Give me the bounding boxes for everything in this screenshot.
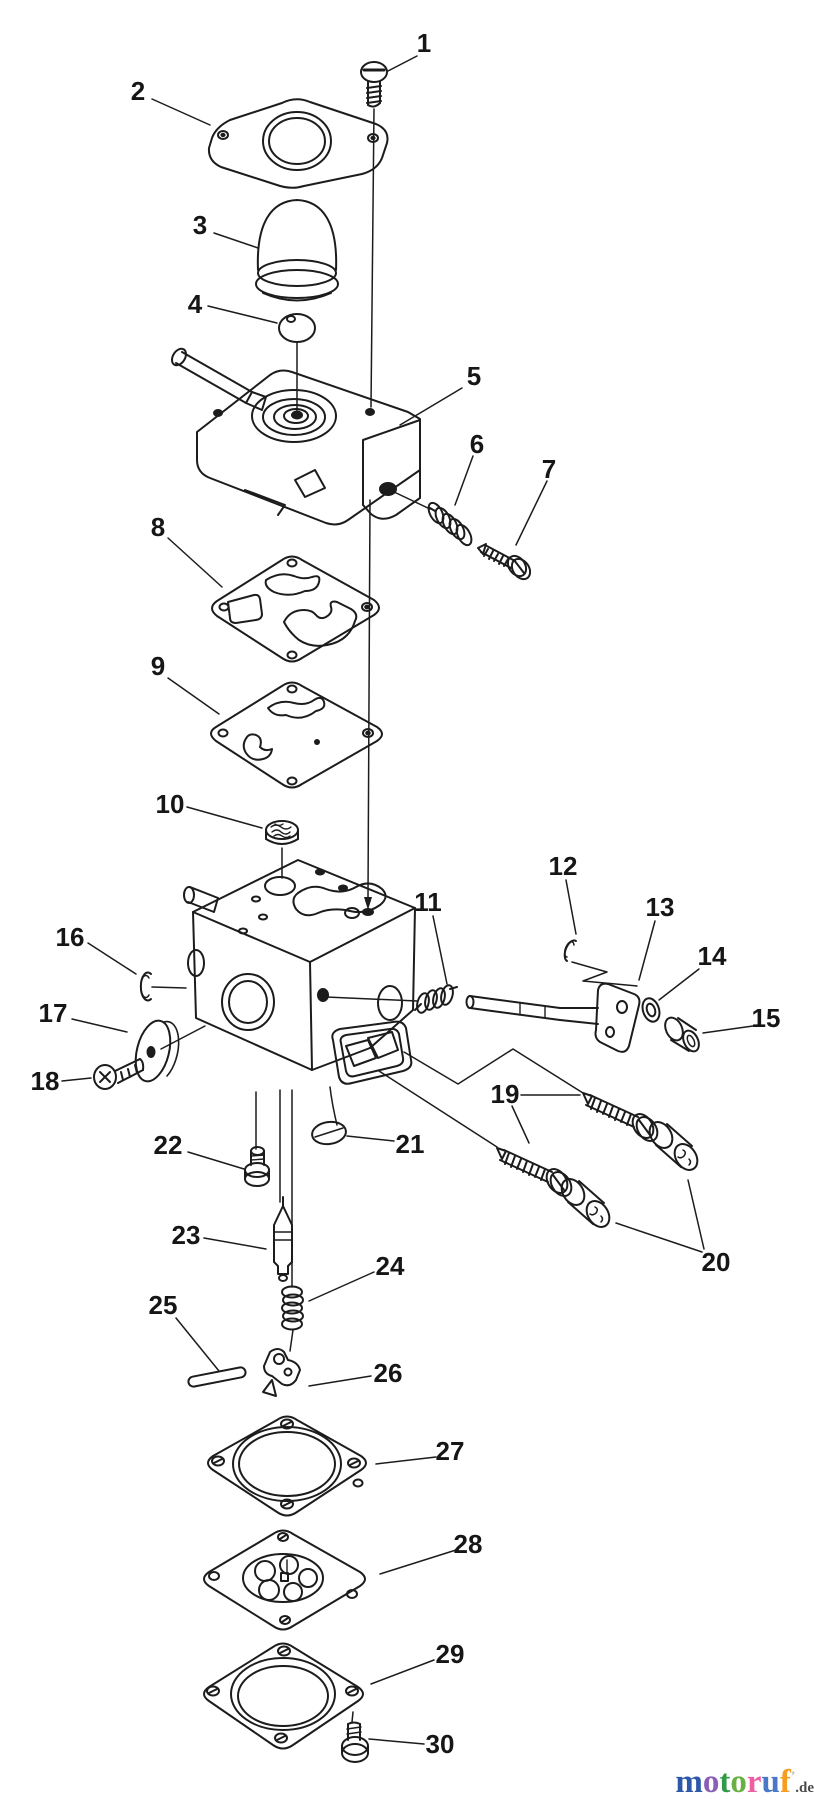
part-label-9: 9 xyxy=(151,651,165,681)
leader-lines xyxy=(61,55,754,1745)
part-labels: 1 2 3 4 5 6 7 8 9 10 11 12 13 14 15 16 1… xyxy=(31,28,781,1759)
part-label-20: 20 xyxy=(702,1247,731,1277)
part-label-22: 22 xyxy=(154,1130,183,1160)
part-3-dome xyxy=(255,199,339,302)
watermark-letter: m xyxy=(675,1764,703,1800)
part-30-screw xyxy=(341,1721,369,1763)
watermark-suffix: .de xyxy=(795,1780,814,1796)
part-21-disc xyxy=(311,1120,347,1146)
part-9-diaphragm xyxy=(210,681,383,789)
part-8-gasket xyxy=(211,555,380,663)
part-12-clip xyxy=(563,939,577,962)
watermark: motoruf’.de xyxy=(648,1756,814,1800)
watermark-letter: u xyxy=(761,1764,780,1800)
part-label-8: 8 xyxy=(151,512,165,542)
part-19-needle-lower xyxy=(496,1147,573,1197)
part-label-3: 3 xyxy=(193,210,207,240)
watermark-word: motoruf xyxy=(675,1764,791,1800)
part-7-screw xyxy=(477,543,532,581)
part-label-1: 1 xyxy=(417,28,431,58)
part-22-screw xyxy=(244,1146,270,1187)
part-label-7: 7 xyxy=(542,454,556,484)
watermark-letter: o xyxy=(730,1764,747,1800)
part-label-5: 5 xyxy=(467,361,481,391)
part-label-27: 27 xyxy=(436,1436,465,1466)
part-label-24: 24 xyxy=(376,1251,405,1281)
part-10-filter-screen xyxy=(265,820,299,845)
part-label-28: 28 xyxy=(454,1529,483,1559)
carburetor-body xyxy=(183,859,416,1085)
construction-lines xyxy=(151,108,638,1723)
part-18-screw xyxy=(93,1058,145,1090)
part-label-21: 21 xyxy=(396,1129,425,1159)
part-13-throttle-shaft xyxy=(465,982,641,1053)
part-label-25: 25 xyxy=(149,1290,178,1320)
part-1-screw xyxy=(360,61,388,108)
part-29-cover-plate xyxy=(203,1642,364,1750)
part-20-cap-lower xyxy=(560,1178,611,1228)
part-label-16: 16 xyxy=(56,922,85,952)
part-label-2: 2 xyxy=(131,76,145,106)
part-label-4: 4 xyxy=(188,289,203,319)
part-4-dome-valve xyxy=(278,313,316,343)
part-label-19: 19 xyxy=(491,1079,520,1109)
part-label-30: 30 xyxy=(426,1729,455,1759)
part-17-disc xyxy=(134,1019,180,1083)
part-label-26: 26 xyxy=(374,1358,403,1388)
part-label-15: 15 xyxy=(752,1003,781,1033)
part-27-gasket xyxy=(207,1415,367,1517)
watermark-letter: o xyxy=(702,1764,720,1800)
part-label-18: 18 xyxy=(31,1066,60,1096)
watermark-tick: ’ xyxy=(790,1768,796,1783)
part-26-lever xyxy=(262,1348,301,1397)
part-28-diaphragm xyxy=(203,1529,366,1631)
part-label-11: 11 xyxy=(414,887,442,917)
part-19-needle-upper xyxy=(582,1092,659,1142)
watermark-letter: t xyxy=(719,1764,731,1800)
part-5-pump-body xyxy=(171,347,431,526)
part-20-cap-upper xyxy=(648,1121,699,1171)
part-label-6: 6 xyxy=(470,429,484,459)
part-16-c-clip xyxy=(139,971,152,1002)
part-label-29: 29 xyxy=(436,1639,465,1669)
watermark-letter: f xyxy=(779,1764,791,1800)
part-label-23: 23 xyxy=(172,1220,201,1250)
part-11-spring xyxy=(414,984,458,1014)
part-6-spring xyxy=(427,501,473,547)
watermark-letter: r xyxy=(746,1764,762,1800)
part-label-17: 17 xyxy=(39,998,68,1028)
part-23-needle-valve xyxy=(273,1196,293,1282)
part-14-washer xyxy=(641,997,661,1023)
part-24-spring xyxy=(281,1285,304,1331)
part-15-cap xyxy=(664,1016,700,1053)
part-25-pin xyxy=(187,1366,247,1388)
part-label-14: 14 xyxy=(698,941,727,971)
arrowhead xyxy=(364,897,372,910)
part-label-12: 12 xyxy=(549,851,578,881)
part-2-flange-gasket xyxy=(207,98,389,189)
part-label-13: 13 xyxy=(646,892,675,922)
part-label-10: 10 xyxy=(156,789,185,819)
